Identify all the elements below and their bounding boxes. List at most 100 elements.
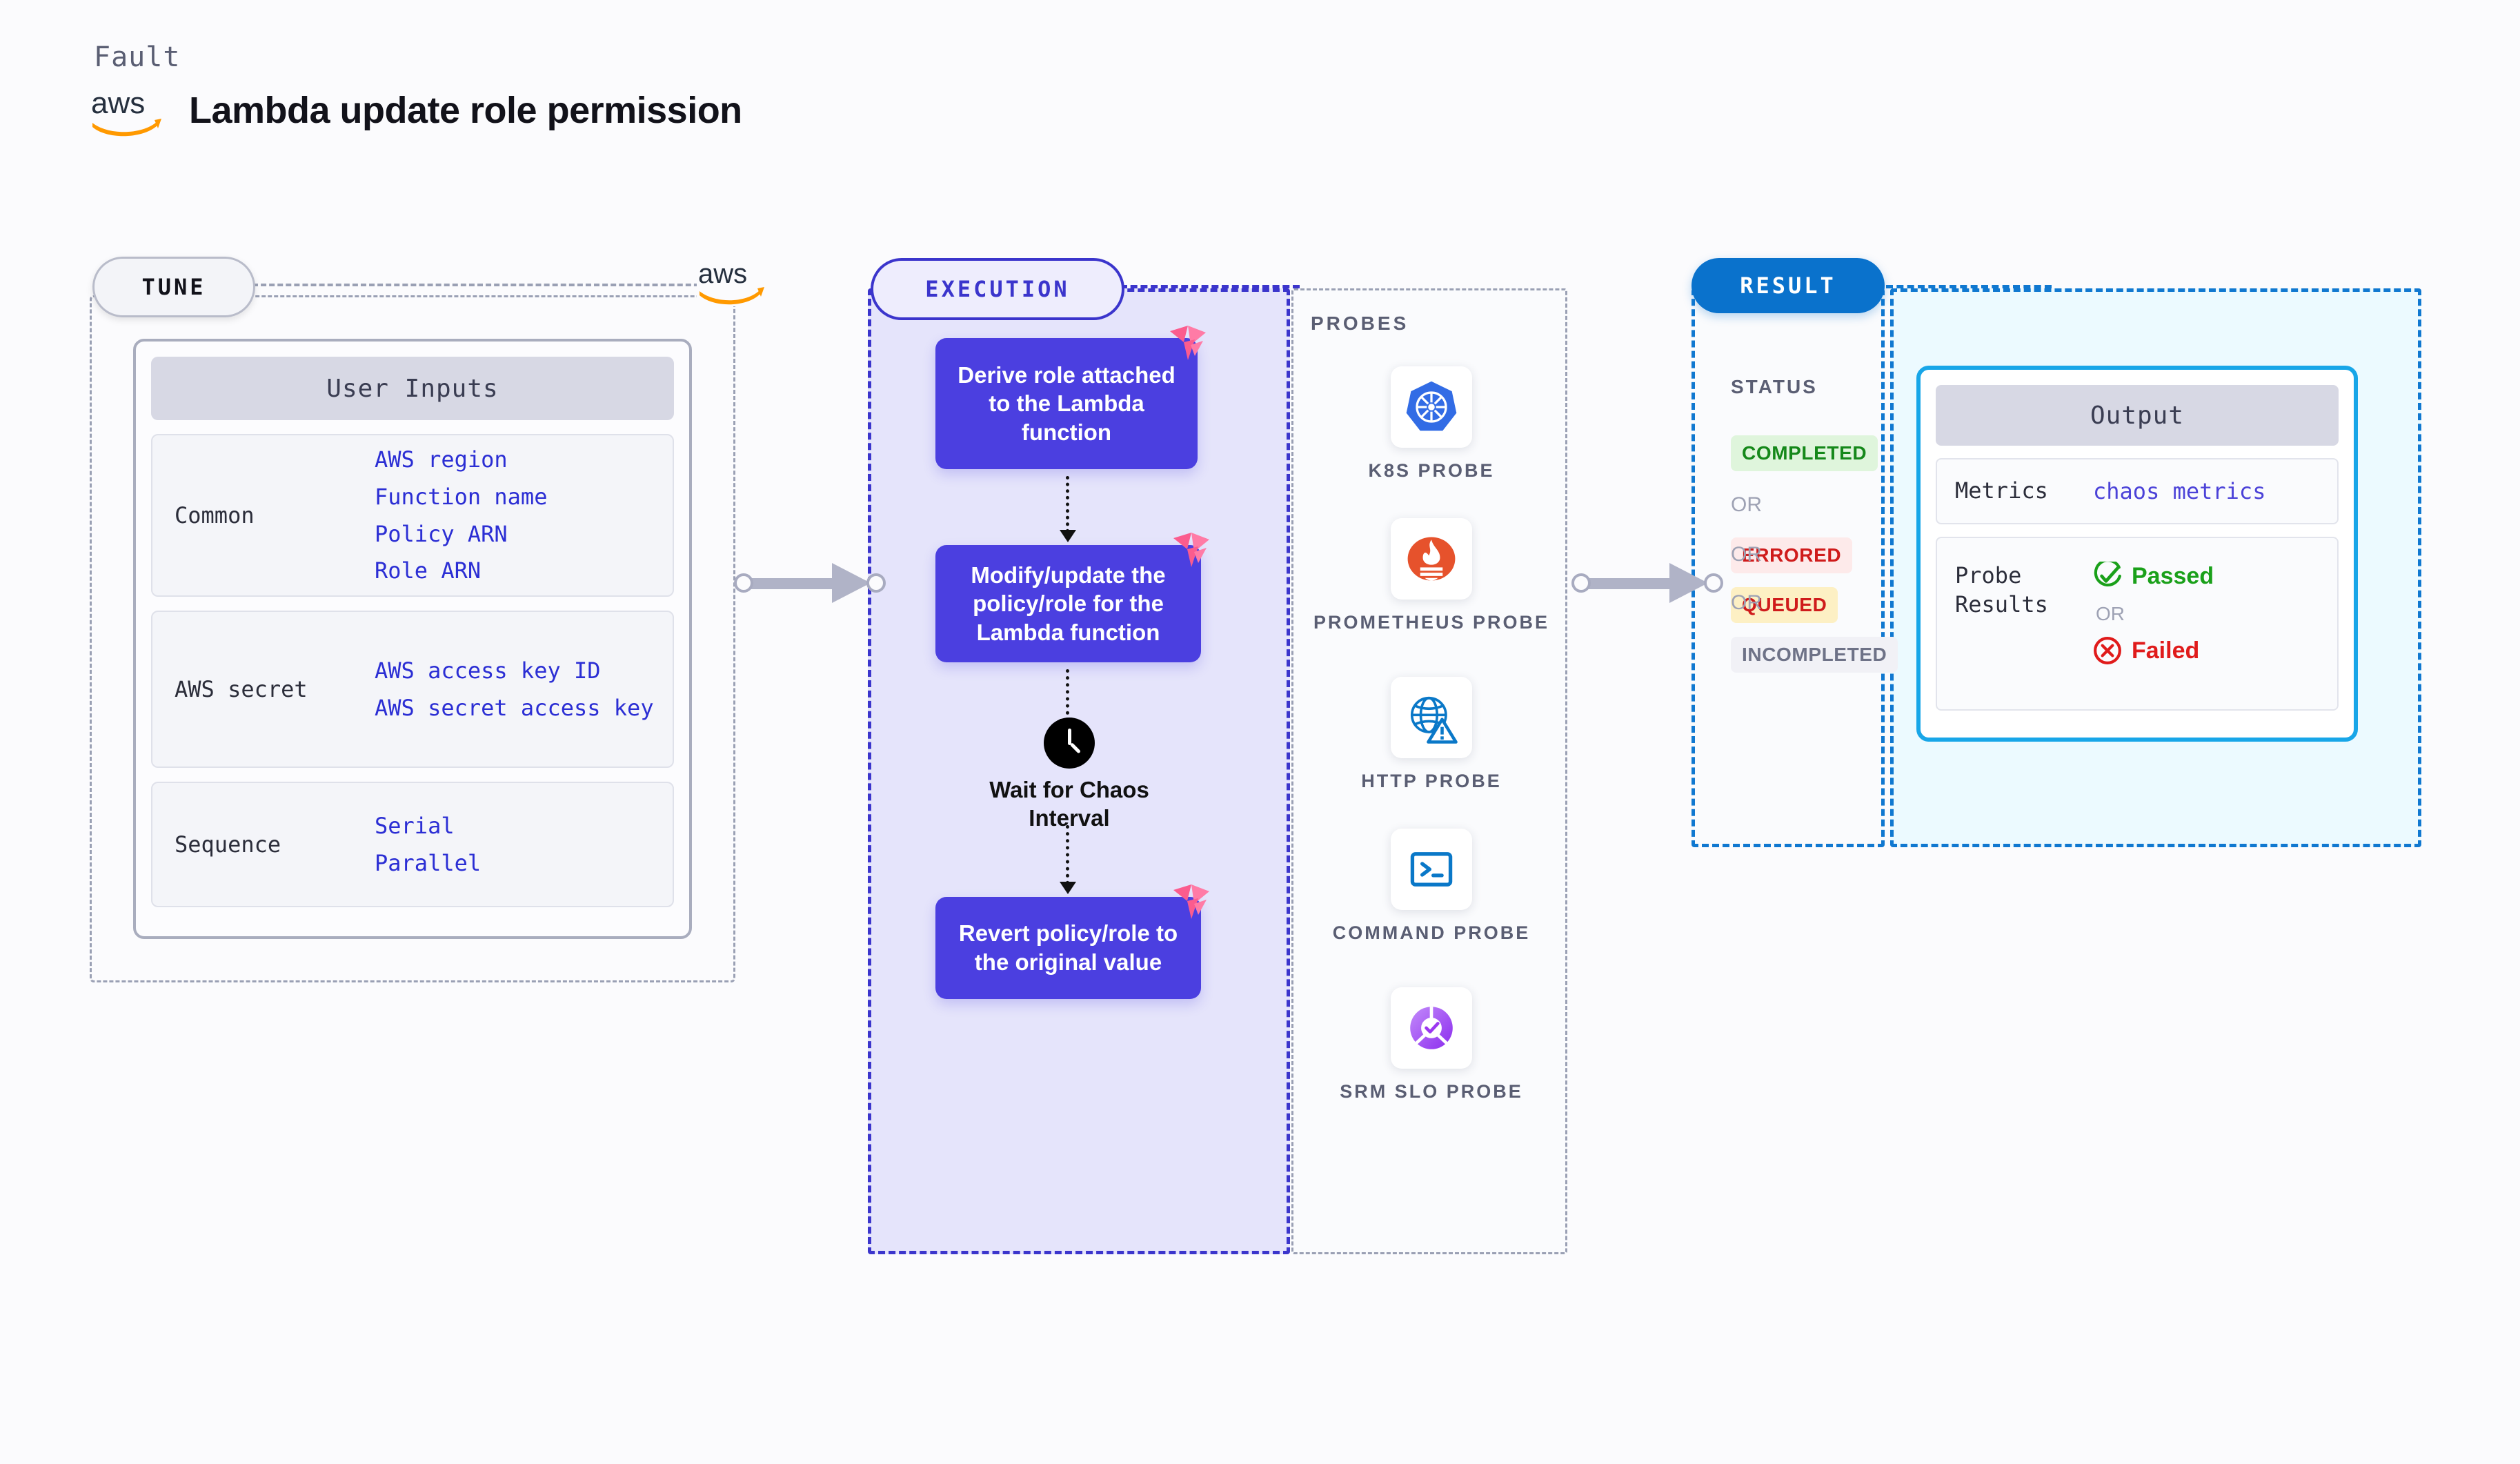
probe-label: COMMAND PROBE — [1332, 922, 1531, 943]
execution-wait-step: Wait for Chaos Interval — [952, 718, 1187, 833]
chaos-badge-icon — [1171, 883, 1211, 920]
execution-step-label: Wait for Chaos Interval — [989, 777, 1149, 831]
probe-result-passed-label: Passed — [2132, 562, 2214, 589]
input-value[interactable]: Parallel — [375, 849, 482, 876]
arrow-head-icon — [832, 563, 871, 603]
output-title: Output — [1936, 385, 2339, 446]
input-value[interactable]: Function name — [375, 483, 548, 510]
arrow-shaft — [1580, 578, 1683, 589]
probe-item-http[interactable]: HTTP PROBE — [1293, 677, 1569, 793]
status-or-label: OR — [1731, 493, 1762, 516]
output-card: Output Metrics chaos metrics Probe Resul… — [1916, 366, 2358, 742]
check-circle-icon — [2094, 562, 2121, 587]
chaos-badge-icon — [1167, 324, 1207, 362]
input-group-values: Serial Parallel — [375, 803, 666, 887]
tune-chip[interactable]: TUNE — [92, 257, 255, 317]
prometheus-icon — [1407, 537, 1456, 581]
result-chip[interactable]: RESULT — [1691, 258, 1885, 313]
input-group-aws-secret: AWS secret AWS access key ID AWS secret … — [151, 611, 674, 768]
probe-result-or-label: OR — [2096, 603, 2125, 624]
connector-dot — [1571, 573, 1591, 593]
svg-text:aws: aws — [91, 86, 145, 120]
probes-title: PROBES — [1311, 313, 1409, 334]
execution-step-box[interactable]: Derive role attached to the Lambda funct… — [935, 326, 1206, 469]
output-row-probe-results: Probe Results Passed OR Failed — [1936, 537, 2339, 711]
execution-step-box[interactable]: Revert policy/role to the original value — [935, 884, 1209, 999]
execution-connector — [1060, 825, 1076, 894]
output-row-label: Probe Results — [1955, 562, 2048, 617]
connector-dot — [734, 573, 753, 593]
clock-icon — [1044, 718, 1095, 769]
metrics-value[interactable]: chaos metrics — [2093, 478, 2266, 504]
probe-label: HTTP PROBE — [1361, 771, 1502, 791]
chaos-badge-icon — [1171, 531, 1211, 568]
probe-result-failed-label: Failed — [2132, 637, 2200, 664]
flow-arrow-tune-to-execution — [730, 563, 889, 607]
execution-chip[interactable]: EXECUTION — [871, 258, 1124, 320]
status-title: STATUS — [1731, 376, 1818, 397]
probe-item-command[interactable]: COMMAND PROBE — [1293, 829, 1569, 945]
input-value[interactable]: AWS region — [375, 446, 508, 473]
arrow-tip-icon — [1060, 882, 1076, 894]
execution-connector — [1060, 669, 1076, 731]
execution-step-label: Revert policy/role to the original value — [958, 920, 1178, 975]
page-title: Lambda update role permission — [189, 90, 742, 131]
fault-label: Fault — [94, 41, 181, 73]
input-group-sequence: Sequence Serial Parallel — [151, 782, 674, 907]
input-value[interactable]: Serial — [375, 812, 455, 839]
x-circle-icon — [2094, 637, 2121, 664]
status-or-label: OR — [1731, 543, 1762, 566]
input-value[interactable]: Policy ARN — [375, 520, 508, 547]
http-globe-warning-icon — [1410, 696, 1458, 744]
page-header: Fault aws Lambda update role permission — [88, 41, 742, 138]
execution-dash-connector — [1120, 285, 1300, 288]
title-row: aws Lambda update role permission — [88, 83, 742, 138]
arrow-shaft — [742, 578, 846, 589]
input-group-values: AWS region Function name Policy ARN Role… — [375, 437, 666, 595]
status-badge-incompleted: INCOMPLETED — [1731, 637, 1898, 673]
input-value[interactable]: AWS secret access key — [375, 694, 654, 721]
probe-label: PROMETHEUS PROBE — [1313, 612, 1550, 633]
user-inputs-title: User Inputs — [151, 357, 674, 420]
probe-item-srm-slo[interactable]: SRM SLO PROBE — [1293, 987, 1569, 1104]
execution-connector — [1060, 476, 1076, 542]
probe-tile — [1391, 518, 1472, 600]
input-value[interactable]: Role ARN — [375, 557, 482, 584]
srm-slo-icon — [1410, 1007, 1453, 1049]
user-inputs-card: User Inputs Common AWS region Function n… — [133, 339, 692, 939]
status-badge-completed: COMPLETED — [1731, 435, 1878, 471]
svg-text:aws: aws — [698, 259, 747, 289]
execution-step-box[interactable]: Modify/update the policy/role for the La… — [935, 533, 1209, 662]
probe-tile — [1391, 677, 1472, 758]
probe-label: SRM SLO PROBE — [1340, 1081, 1523, 1102]
execution-step-label: Derive role attached to the Lambda funct… — [958, 362, 1175, 445]
input-group-common: Common AWS region Function name Policy A… — [151, 434, 674, 597]
input-value[interactable]: AWS access key ID — [375, 657, 601, 684]
kubernetes-icon — [1406, 381, 1457, 431]
probe-result-passed: Passed — [2093, 562, 2328, 591]
status-badge-queued: QUEUED — [1731, 587, 1838, 623]
input-group-label: Sequence — [175, 831, 281, 858]
probe-tile — [1391, 829, 1472, 910]
probe-item-k8s[interactable]: K8S PROBE — [1293, 366, 1569, 483]
aws-logo: aws — [88, 83, 171, 138]
terminal-icon — [1410, 852, 1453, 887]
output-row-label: Metrics — [1955, 477, 2048, 504]
probe-tile — [1391, 987, 1472, 1069]
probe-item-prometheus[interactable]: PROMETHEUS PROBE — [1293, 518, 1569, 635]
probe-label: K8S PROBE — [1368, 460, 1495, 481]
input-group-values: AWS access key ID AWS secret access key — [375, 648, 666, 731]
tune-panel: User Inputs Common AWS region Function n… — [90, 295, 735, 982]
connector-dot — [866, 573, 886, 593]
connector-dot — [1704, 573, 1723, 593]
execution-step-label: Modify/update the policy/role for the La… — [971, 562, 1166, 645]
flow-arrow-execution-to-result — [1567, 563, 1726, 607]
output-row-value: Passed OR Failed — [2093, 562, 2328, 665]
status-badge-errored: ERRORED — [1731, 537, 1853, 573]
input-group-label: Common — [175, 502, 255, 528]
probe-tile — [1391, 366, 1472, 448]
status-or-label: OR — [1731, 591, 1762, 614]
tune-dash-connector — [252, 284, 708, 286]
probe-result-failed: Failed — [2093, 636, 2328, 665]
result-dash-connector — [1886, 285, 2052, 288]
